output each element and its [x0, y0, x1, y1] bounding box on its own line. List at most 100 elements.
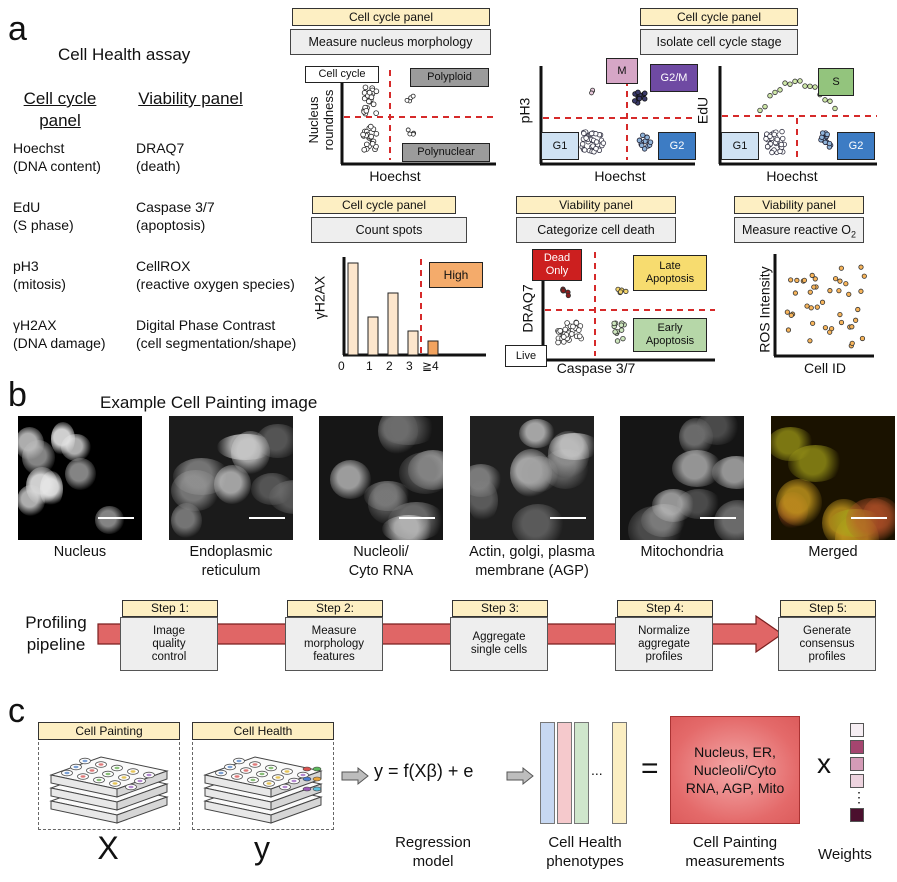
death-early-label: Early Apoptosis [645, 322, 695, 347]
death-late: Late Apoptosis [633, 255, 707, 291]
phenotype-column [557, 722, 572, 824]
regression-equation: y = f(Xβ) + e [374, 761, 474, 781]
morph-tag: Cell cycle panel [292, 8, 490, 26]
micrograph-cell [521, 455, 559, 492]
morph-dot [363, 141, 370, 148]
ros-dot [814, 304, 820, 310]
micrograph-cell [379, 416, 437, 445]
measurements-label-line: Cell Painting [692, 834, 778, 851]
marker-desc: (apoptosis) [136, 217, 206, 233]
marker-name: Digital Phase Contrast [136, 317, 276, 333]
ch-readout [302, 776, 312, 782]
marker-caspase: Caspase 3/7 (apoptosis) [136, 198, 215, 234]
death-task: Categorize cell death [516, 217, 676, 243]
pipeline-label-line: pipeline [26, 635, 86, 654]
stage-dot-s [807, 83, 813, 90]
spots-tick: 3 [406, 359, 413, 373]
stage-dot [581, 147, 588, 153]
ch-well-stain [250, 778, 256, 782]
morph-dot [366, 89, 373, 96]
ros-dot [861, 273, 867, 279]
measurements-line: Nucleus, ER, [694, 744, 776, 760]
scale-bar [550, 517, 586, 519]
stage-dot [636, 95, 643, 102]
stage-g2-a: G2 [658, 132, 696, 160]
stage-dot [635, 89, 641, 96]
spots-bar-high [427, 340, 439, 356]
morph-dot [404, 97, 410, 103]
ros-dot [827, 329, 833, 335]
scale-bar [249, 517, 285, 519]
ch-plate-side [270, 796, 322, 824]
step-box-line: quality [152, 637, 186, 650]
channel-label: Nucleoli/Cyto RNA [291, 543, 471, 581]
panel-b-letter: b [8, 376, 27, 414]
micrograph-cell [775, 478, 822, 526]
weight-cell [850, 740, 864, 754]
x-letter: X [97, 830, 119, 866]
cp-well-stain [112, 782, 118, 785]
stage-dot [763, 136, 769, 142]
weights-label: Weights [818, 846, 872, 863]
morph-dot [368, 94, 375, 101]
marker-name: Hoechst [13, 140, 65, 156]
stage-dot [819, 134, 825, 140]
morph-dot [367, 123, 374, 130]
regression-label: Regression model [378, 833, 488, 871]
cell-painting-title: Example Cell Painting image [100, 393, 318, 412]
ch-readout [302, 786, 312, 792]
stage-g1-b: G1 [721, 132, 759, 160]
arrow-shape [506, 766, 534, 786]
phenotypes-label-line: Cell Health [548, 834, 622, 851]
regression-label-line: model [412, 853, 454, 870]
death-dot [568, 331, 575, 337]
ch-well-stain [259, 772, 265, 776]
scale-bar [700, 517, 736, 519]
micrograph-cell [696, 416, 740, 445]
morph-dot [405, 127, 411, 133]
morph-dot [368, 133, 375, 140]
morph-dot [366, 98, 372, 105]
ros-dot [859, 335, 866, 342]
morph-quad-cellcycle: Cell cycle [305, 66, 379, 83]
marker-hoechst: Hoechst (DNA content) [13, 139, 101, 175]
phenotype-ellipsis: ... [591, 762, 603, 778]
ros-dot [837, 311, 843, 318]
cp-well-stain [73, 765, 79, 769]
death-dot [560, 334, 567, 340]
stage-dot-s [792, 78, 798, 85]
death-dot [573, 320, 580, 326]
viability-header: Viability panel [138, 89, 243, 108]
marker-cellrox: CellROX (reactive oxygen species) [136, 257, 295, 293]
ros-dot [838, 265, 844, 271]
ros-dot [810, 320, 816, 326]
channel-label-line: Mitochondria [640, 544, 724, 560]
ros-dot [784, 309, 790, 315]
pipeline-label-line: Profiling [25, 613, 87, 632]
spots-bar [387, 292, 399, 356]
cp-well-stain [96, 778, 102, 782]
death-tag: Viability panel [516, 196, 676, 214]
marker-desc: (death) [136, 158, 181, 174]
stage-task: Isolate cell cycle stage [640, 29, 798, 55]
spots-tick: 1 [366, 359, 373, 373]
equals-sign: = [641, 752, 659, 785]
stage-xlabel-1: Hoechst [594, 168, 646, 184]
ros-xlabel: Cell ID [803, 360, 846, 376]
channel-label-line: Cyto RNA [348, 563, 414, 579]
morph-dot [370, 101, 377, 108]
ros-dot [837, 278, 843, 284]
ros-dot [804, 303, 810, 309]
cp-well-stain [82, 759, 88, 763]
ros-dot [788, 312, 794, 318]
death-dot [562, 326, 569, 333]
micrograph-cell [65, 458, 96, 491]
ros-dot [858, 264, 864, 270]
stage-dot [777, 148, 783, 155]
stage-plots [539, 66, 877, 166]
assay-title: Cell Health assay [58, 45, 191, 64]
stage-dot [769, 149, 775, 156]
ch-well-stain [282, 785, 288, 789]
